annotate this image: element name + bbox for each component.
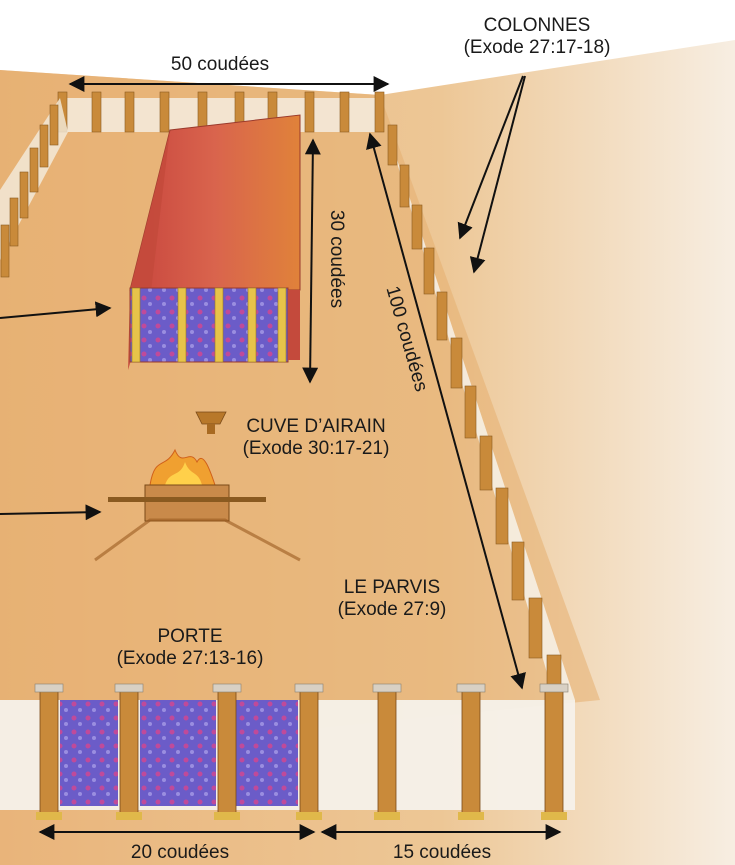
side-width-label: 15 coudées — [372, 842, 512, 864]
columns-label: COLONNES (Exode 27:17-18) — [452, 15, 622, 59]
gate-title: PORTE — [100, 626, 280, 648]
court-title: LE PARVIS — [314, 577, 470, 599]
front-fence — [0, 684, 575, 820]
width-top-label: 50 coudées — [150, 54, 290, 76]
gate-ref: (Exode 27:13-16) — [100, 648, 280, 670]
columns-ref: (Exode 27:17-18) — [452, 37, 622, 59]
court-label: LE PARVIS (Exode 27:9) — [314, 577, 470, 621]
court-ref: (Exode 27:9) — [314, 599, 470, 621]
basin-title: CUVE D’AIRAIN — [226, 416, 406, 438]
gate-width-label: 20 coudées — [110, 842, 250, 864]
columns-title: COLONNES — [452, 15, 622, 37]
basin-ref: (Exode 30:17-21) — [226, 438, 406, 460]
tent-length-label: 30 coudées — [325, 199, 347, 319]
basin-label: CUVE D’AIRAIN (Exode 30:17-21) — [226, 416, 406, 460]
gate-label: PORTE (Exode 27:13-16) — [100, 626, 280, 670]
